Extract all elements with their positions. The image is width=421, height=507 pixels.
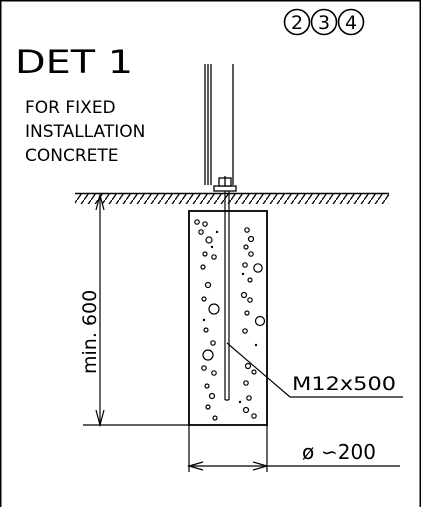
note-line-3: CONCRETE <box>25 146 119 166</box>
ref-label-1: 2 <box>291 12 303 34</box>
diameter-dimension <box>186 425 400 472</box>
depth-dimension <box>83 192 189 428</box>
ground-hatch <box>75 194 389 204</box>
ref-circle-1 <box>283 8 311 36</box>
ref-label-3: 4 <box>345 12 357 34</box>
base-plate <box>213 176 237 192</box>
concrete-aggregate <box>194 219 266 421</box>
diameter-symbol: ø <box>302 440 314 464</box>
installation-note: FOR FIXED INSTALLATION CONCRETE <box>25 98 145 166</box>
diameter-value: ∽200 <box>321 440 376 464</box>
concrete-dots <box>202 230 258 404</box>
ref-label-2: 3 <box>318 12 330 34</box>
note-line-2: INSTALLATION <box>25 122 145 142</box>
post <box>204 64 234 185</box>
bolt-label: M12x500 <box>292 373 396 395</box>
ref-circle-3 <box>337 8 365 36</box>
depth-label: min. 600 <box>79 290 101 374</box>
sheet-references: 2 3 4 <box>283 8 365 36</box>
bolt-leader <box>226 342 403 398</box>
anchor-bolt <box>224 191 230 401</box>
concrete-footing <box>188 210 268 426</box>
note-line-1: FOR FIXED <box>25 98 116 118</box>
detail-title: DET 1 <box>15 43 133 81</box>
ref-circle-2 <box>310 8 338 36</box>
